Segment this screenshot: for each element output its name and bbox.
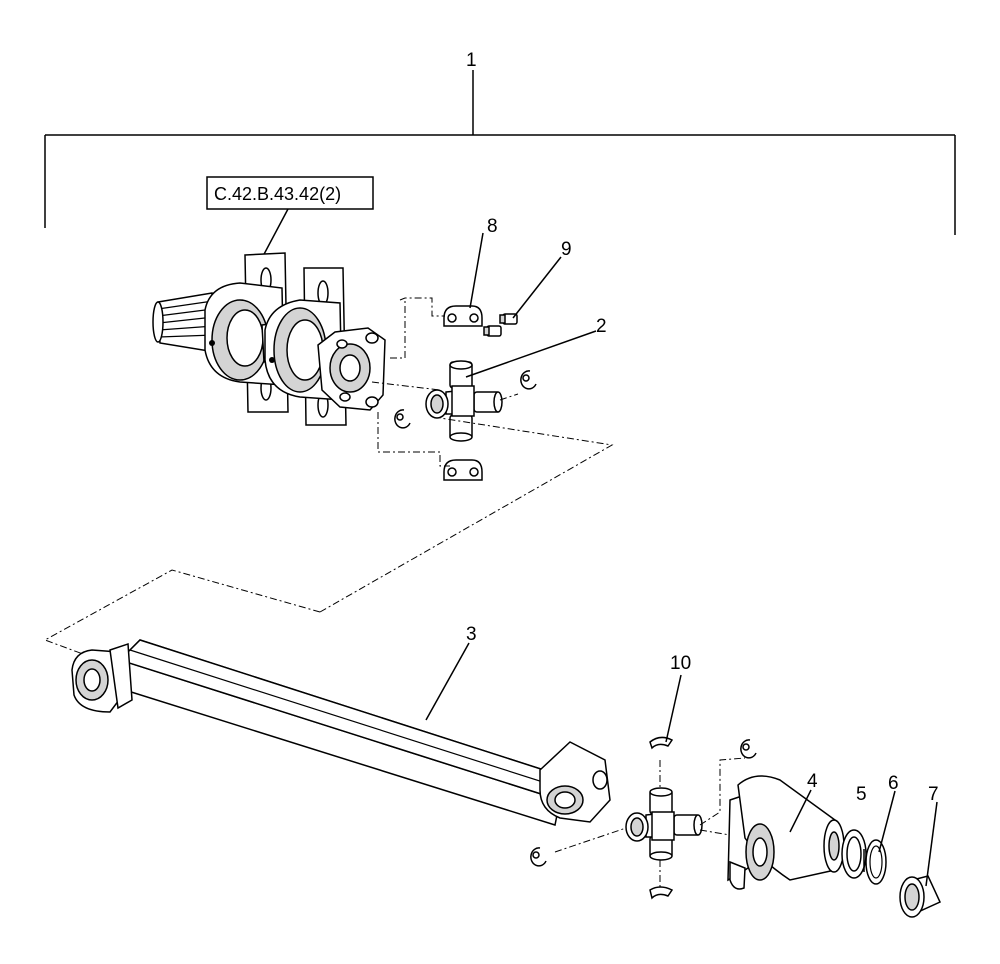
reference-box-label: C.42.B.43.42(2): [214, 184, 341, 204]
callout-7: 7: [928, 784, 939, 805]
callout-10: 10: [670, 653, 691, 674]
strap-lower: [443, 459, 483, 481]
dust-cap: [899, 875, 941, 918]
callout-6: 6: [888, 773, 899, 794]
reference-box[interactable]: C.42.B.43.42(2): [206, 176, 374, 210]
callout-2: 2: [596, 316, 607, 337]
snap-ring-upper-left: [394, 409, 411, 429]
snap-ring-upper-right: [520, 370, 537, 390]
callout-9: 9: [561, 239, 572, 260]
callout-4: 4: [807, 771, 818, 792]
snap-ring-lower-top: [649, 736, 674, 750]
reference-leader: [261, 208, 289, 259]
bolt-lower: [483, 325, 502, 337]
snap-ring-lower-left: [530, 847, 547, 867]
washer: [865, 839, 887, 885]
universal-joint-cross-lower: [625, 787, 703, 861]
callout-8: 8: [487, 216, 498, 237]
callout-1: 1: [466, 50, 477, 71]
assembly-bracket: [44, 70, 956, 235]
universal-joint-cross-upper: [425, 360, 503, 442]
snap-ring-lower-right: [740, 739, 757, 759]
slip-yoke: [727, 775, 845, 890]
callout-3: 3: [466, 624, 477, 645]
seal-ring: [841, 829, 867, 879]
callout-5: 5: [856, 784, 867, 805]
driveshaft-tube: [71, 639, 611, 826]
snap-ring-lower-bottom: [649, 886, 674, 900]
assembly-lines-upper: [43, 297, 614, 665]
bearing-shaft-assembly: [152, 252, 386, 426]
strap-upper: [443, 305, 483, 327]
leader-lines: [425, 232, 938, 887]
bolt-upper: [499, 313, 518, 325]
